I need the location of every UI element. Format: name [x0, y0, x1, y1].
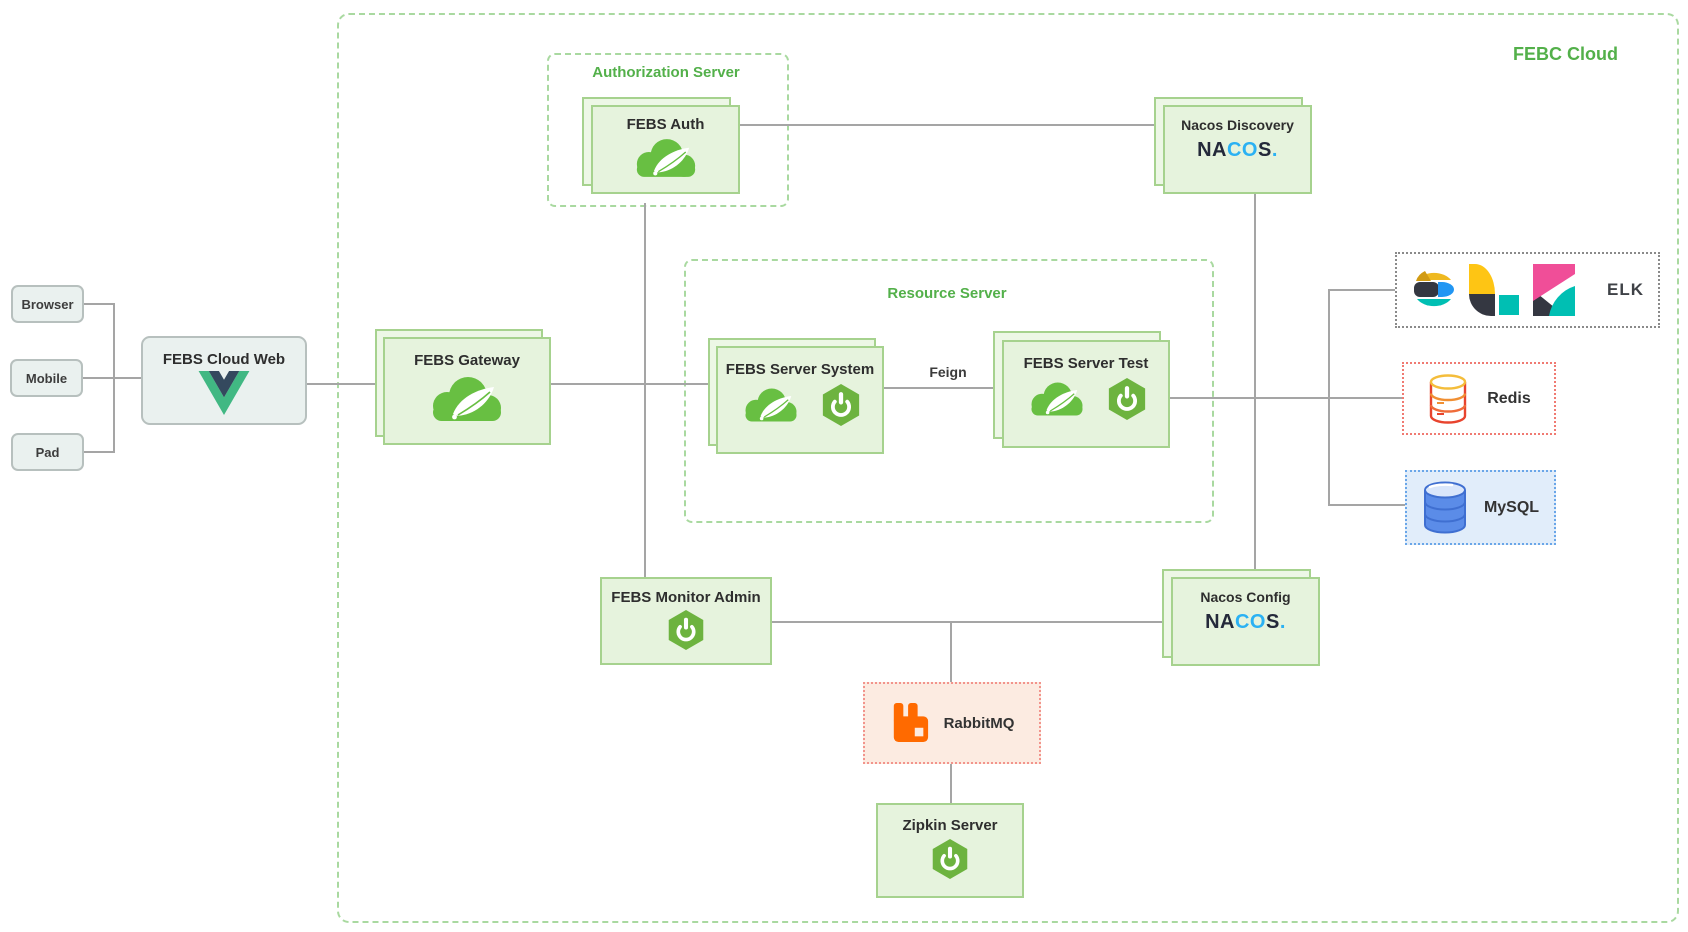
rabbitmq-label: RabbitMQ	[943, 714, 1015, 732]
connector-monitor-config	[772, 621, 1174, 623]
connector-clients-vertical	[113, 303, 115, 453]
nacos-logo-dot: .	[1271, 139, 1278, 161]
connector-rabbit-riser	[950, 621, 952, 684]
auth-front-card: FEBS Auth	[591, 105, 740, 194]
connector-auth-monitor-vertical	[644, 203, 646, 579]
nacos-logo-dot: .	[1279, 611, 1286, 633]
connector-auth-discovery	[740, 124, 1165, 126]
nacos-logo-dark1: NA	[1197, 139, 1227, 161]
pad-label: Pad	[35, 444, 60, 460]
node-febs-server-test: FEBS Server Test	[993, 331, 1172, 450]
febc-cloud-title: FEBC Cloud	[1513, 44, 1618, 64]
node-febs-cloud-web: FEBS Cloud Web	[141, 336, 307, 425]
discovery-label: Nacos Discovery	[1181, 117, 1294, 133]
spring-boot-icon	[666, 608, 706, 652]
nacos-logo-dark1: NA	[1205, 611, 1235, 633]
node-nacos-discovery: Nacos Discovery NACOS.	[1154, 97, 1314, 196]
monitor-label: FEBS Monitor Admin	[611, 589, 761, 606]
node-febs-gateway: FEBS Gateway	[375, 329, 553, 447]
connector-browser	[84, 303, 114, 305]
connector-elk-branch	[1328, 289, 1398, 291]
mysql-db-icon	[1422, 480, 1468, 536]
connector-feign	[884, 387, 1009, 389]
connector-rabbit-zipkin	[950, 764, 952, 805]
nacos-logo-dark2: S	[1257, 139, 1272, 161]
node-mysql: MySQL	[1405, 470, 1556, 545]
config-label: Nacos Config	[1200, 589, 1291, 605]
nacos-logo-dark2: S	[1265, 611, 1280, 633]
system-front-card: FEBS Server System	[716, 346, 884, 454]
auth-label: FEBS Auth	[626, 116, 705, 133]
node-mobile: Mobile	[10, 359, 83, 397]
vue-icon	[198, 371, 250, 415]
node-febs-monitor-admin: FEBS Monitor Admin	[600, 577, 772, 665]
elk-label: ELK	[1607, 280, 1644, 299]
mobile-label: Mobile	[25, 370, 68, 386]
kibana-icon	[1533, 264, 1575, 316]
febs-cloud-web-label: FEBS Cloud Web	[162, 351, 286, 368]
node-zipkin-server: Zipkin Server	[876, 803, 1024, 898]
gateway-label: FEBS Gateway	[414, 352, 520, 369]
node-elk: ELK	[1395, 252, 1660, 328]
spring-cloud-icon	[628, 134, 704, 182]
spring-boot-icon	[820, 382, 862, 428]
system-label: FEBS Server System	[725, 361, 875, 378]
connector-discovery-config-vertical	[1254, 192, 1256, 579]
nacos-logo: NACOS.	[1197, 139, 1278, 162]
node-febs-server-system: FEBS Server System	[708, 338, 886, 456]
node-nacos-config: Nacos Config NACOS.	[1162, 569, 1322, 668]
redis-db-icon	[1427, 372, 1469, 426]
febc-cloud-container	[337, 13, 1679, 923]
node-rabbitmq: RabbitMQ	[863, 682, 1041, 764]
connector-test-redis	[1165, 397, 1405, 399]
test-front-card: FEBS Server Test	[1002, 340, 1170, 448]
redis-label: Redis	[1487, 389, 1531, 407]
connector-mysql-branch	[1328, 504, 1408, 506]
zipkin-label: Zipkin Server	[902, 817, 998, 834]
elasticsearch-icon	[1411, 265, 1457, 315]
feign-edge-label: Feign	[929, 364, 967, 380]
resource-server-label: Resource Server	[887, 285, 1007, 302]
mysql-label: MySQL	[1483, 498, 1540, 516]
node-browser: Browser	[11, 285, 84, 323]
connector-pad	[84, 451, 114, 453]
node-redis: Redis	[1402, 362, 1556, 435]
resource-server-group	[684, 259, 1214, 523]
logstash-icon	[1469, 264, 1519, 316]
connector-storage-bracket	[1328, 289, 1330, 506]
node-pad: Pad	[11, 433, 84, 471]
nacos-logo: NACOS.	[1205, 611, 1286, 634]
rabbitmq-icon	[890, 701, 930, 745]
nacos-logo-blue: CO	[1234, 611, 1266, 633]
spring-boot-icon	[930, 837, 970, 881]
spring-cloud-icon	[1024, 378, 1090, 420]
browser-label: Browser	[21, 296, 74, 312]
test-label: FEBS Server Test	[1023, 355, 1149, 372]
discovery-front-card: Nacos Discovery NACOS.	[1163, 105, 1312, 194]
config-front-card: Nacos Config NACOS.	[1171, 577, 1320, 666]
authorization-server-group	[547, 53, 789, 207]
spring-cloud-icon	[423, 371, 511, 427]
spring-cloud-icon	[738, 384, 804, 426]
gateway-front-card: FEBS Gateway	[383, 337, 551, 445]
spring-boot-icon	[1106, 376, 1148, 422]
authorization-server-label: Authorization Server	[592, 64, 740, 81]
node-febs-auth: FEBS Auth	[582, 97, 742, 196]
nacos-logo-blue: CO	[1226, 139, 1258, 161]
